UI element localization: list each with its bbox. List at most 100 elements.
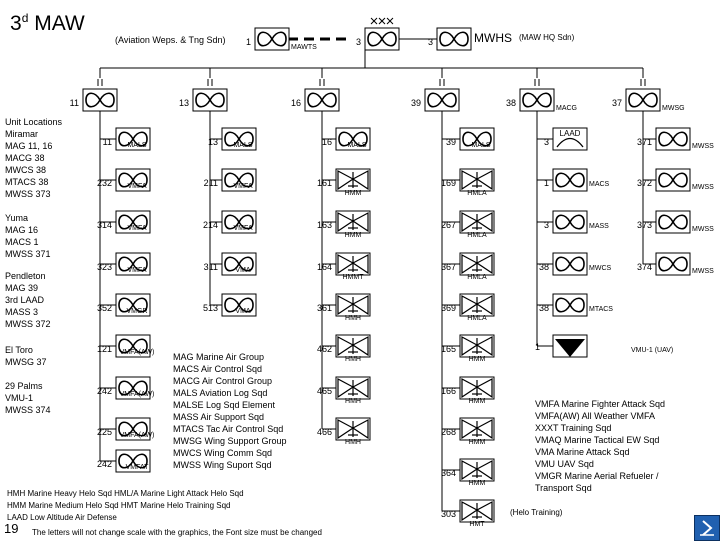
location-line: Pendleton — [5, 271, 46, 281]
unit-number: 323 — [97, 262, 112, 272]
echelon-marker-icon — [439, 79, 445, 86]
helicopter-symbol-icon — [461, 419, 493, 440]
connector-lines — [99, 37, 656, 512]
aviation-symbol-icon — [658, 214, 688, 230]
aviation-symbol-icon — [439, 31, 469, 47]
unit-number: 16 — [322, 137, 332, 147]
unit-label: VMFA — [233, 225, 252, 232]
unit-label: MALS — [127, 142, 146, 149]
unit-label: VMA — [235, 267, 251, 274]
unit-node-mag11: 11 — [70, 79, 118, 112]
unit-number: 361 — [317, 303, 332, 313]
aviation-symbol-icon — [224, 172, 254, 188]
rotor-right-icon — [475, 254, 493, 275]
unit-label: MALS — [233, 142, 252, 149]
rotor-right-icon — [351, 336, 369, 357]
legend-line: VMA Marine Attack Sqd — [535, 447, 630, 457]
rotor-right-icon — [351, 295, 369, 316]
unit-number: 16 — [291, 98, 301, 108]
unit-number: 462 — [317, 344, 332, 354]
location-line: MWSS 373 — [5, 189, 51, 199]
legend-abbreviations-units: MAG Marine Air Group MACS Air Control Sq… — [173, 351, 287, 471]
aviation-symbol-icon — [224, 256, 254, 272]
unit-number: 38 — [539, 303, 549, 313]
unit-number: 39 — [446, 137, 456, 147]
unit-number: 211 — [204, 178, 218, 188]
rotor-right-icon — [351, 378, 369, 399]
rotor-left-icon — [337, 378, 355, 399]
unit-label: HMM — [469, 398, 486, 405]
helicopter-symbol-icon — [337, 212, 369, 233]
location-line: MWSS 372 — [5, 319, 51, 329]
rotor-left-icon — [337, 212, 355, 233]
rotor-right-icon — [475, 295, 493, 316]
unit-label: HMM — [469, 480, 486, 487]
unit-number: 352 — [97, 303, 112, 313]
helicopter-symbol-icon — [337, 378, 369, 399]
unit-label: MALS — [471, 142, 490, 149]
aviation-symbol-icon — [367, 31, 397, 47]
helicopter-symbol-icon — [337, 170, 369, 191]
location-line: MACG 38 — [5, 153, 45, 163]
legend-line: MTACS Tac Air Control Sqd — [173, 424, 284, 434]
unit-number: 314 — [97, 220, 112, 230]
unit-number: 232 — [97, 178, 112, 188]
aviation-symbol-icon — [658, 256, 688, 272]
rotor-left-icon — [461, 295, 479, 316]
next-slide-button[interactable] — [694, 515, 720, 541]
unit-label: MWSS — [692, 143, 714, 150]
location-line: El Toro — [5, 345, 33, 355]
unit-label: MASS — [589, 223, 609, 230]
legend-line: VMFA Marine Fighter Attack Sqd — [535, 399, 666, 409]
legend-line: MWCS Wing Comm Sqd — [173, 448, 273, 458]
unit-number: 372 — [637, 178, 652, 188]
unit-node-mag13: 13 — [179, 79, 228, 112]
location-line: MWSS 371 — [5, 249, 51, 259]
aviation-symbol-icon — [555, 214, 585, 230]
unit-label: HMH — [345, 398, 361, 405]
unit-number: 13 — [179, 98, 189, 108]
unit-label: MALS — [347, 142, 366, 149]
location-line: MASS 3 — [5, 307, 39, 317]
echelon-marker-icon — [97, 79, 103, 86]
rotor-right-icon — [475, 170, 493, 191]
unit-number: 1 — [544, 178, 549, 188]
unit-label: MWSG — [662, 105, 685, 112]
legend-line: MWSG Wing Support Group — [173, 436, 287, 446]
rotor-right-icon — [351, 212, 369, 233]
rotor-right-icon — [475, 378, 493, 399]
unit-locations-el-toro: El Toro MWSG 37 — [5, 344, 47, 368]
helicopter-symbol-icon — [461, 254, 493, 275]
echelon-marker-icon — [534, 79, 540, 86]
aviation-symbol-icon — [118, 453, 148, 469]
helicopter-symbol-icon — [337, 254, 369, 275]
unit-number: 13 — [208, 137, 218, 147]
location-line: Yuma — [5, 213, 29, 223]
unit-number: 242 — [97, 459, 112, 469]
aviation-symbol-icon — [338, 131, 368, 147]
unit-label: HMM — [345, 190, 362, 197]
legend-line: VMGR Marine Aerial Refueler / — [535, 471, 659, 481]
unit-number: 311 — [204, 262, 218, 272]
unit-label: HMM — [469, 439, 486, 446]
location-line: 29 Palms — [5, 381, 43, 391]
echelon-marker-icon — [370, 17, 394, 25]
unit-locations-29-palms: 29 Palms VMU-1 MWSS 374 — [5, 380, 51, 416]
helicopter-symbol-icon — [461, 501, 493, 522]
unit-number: 214 — [203, 220, 218, 230]
air-defense-arc-icon — [556, 137, 584, 148]
slide-nav-icon — [700, 520, 714, 536]
unit-label: VMFA — [127, 225, 146, 232]
page-title: 3d MAW — [10, 11, 85, 35]
legend-abbreviations-helo: HMH Marine Heavy Helo Sqd HML/A Marine L… — [7, 488, 244, 524]
